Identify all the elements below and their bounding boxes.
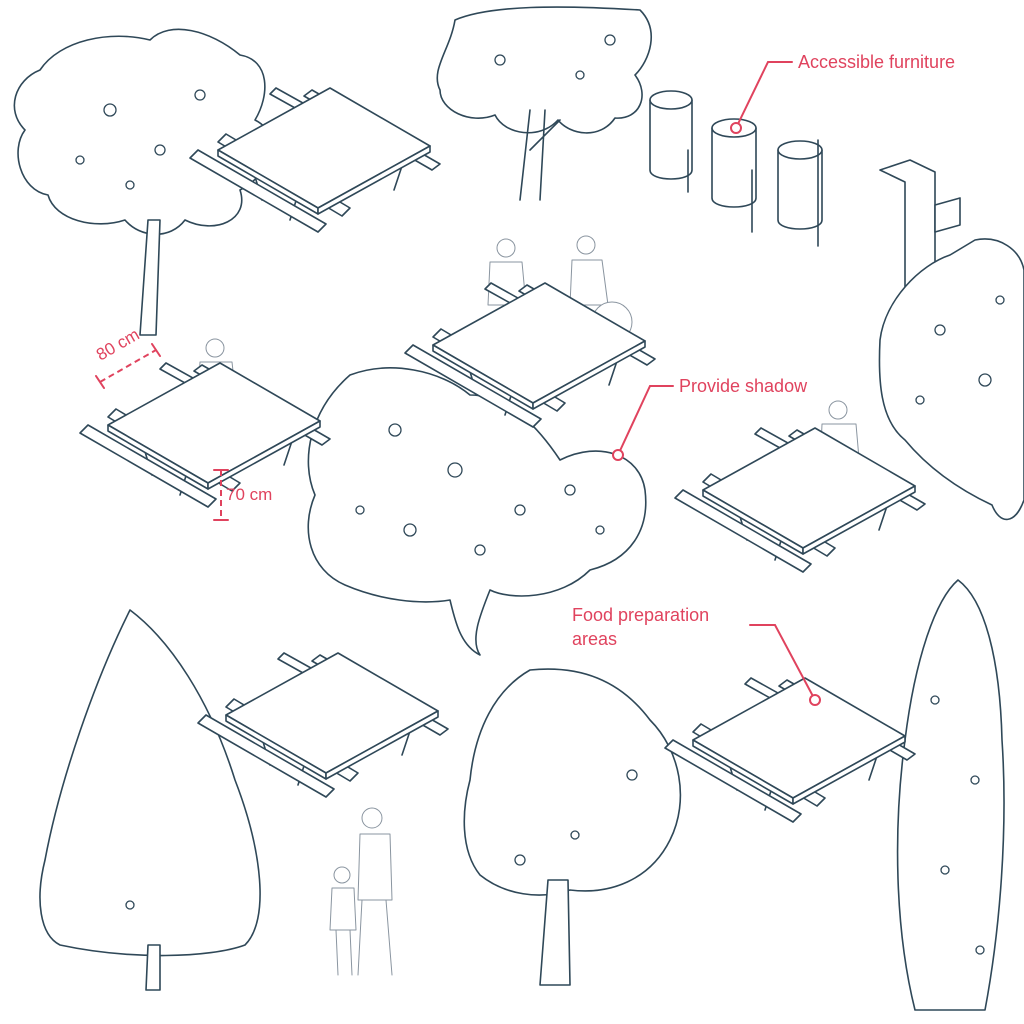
picnic-table-icon (674, 427, 926, 573)
accessible-furniture-callout (730, 61, 793, 134)
height-dimension-line (213, 469, 229, 521)
provide-shadow-label: Provide shadow (679, 376, 808, 396)
accessible-furniture-label: Accessible furniture (798, 52, 956, 72)
picnic-table-icon (79, 362, 331, 508)
table-height-label: 70 cm (226, 485, 273, 504)
food-preparation-callout (749, 624, 821, 706)
tree-icon (13, 28, 273, 336)
tree-icon (436, 6, 652, 201)
person-icon (329, 866, 357, 976)
tree-icon (896, 579, 1005, 1011)
tree-icon (39, 609, 261, 991)
food-preparation-label-line2: areas (572, 629, 618, 649)
picnic-table-icon (664, 677, 916, 823)
tree-icon (463, 668, 682, 986)
waste-bin-icon (649, 90, 693, 193)
picnic-table-icon (197, 652, 449, 798)
width-dimension-line (95, 343, 161, 389)
food-preparation-label: Food preparation areas (572, 603, 709, 651)
person-icon (357, 807, 393, 976)
waste-bin-icon (777, 139, 823, 247)
provide-shadow-callout (612, 385, 674, 461)
waste-bin-icon (711, 118, 757, 233)
food-preparation-label-line1: Food preparation (572, 605, 710, 625)
